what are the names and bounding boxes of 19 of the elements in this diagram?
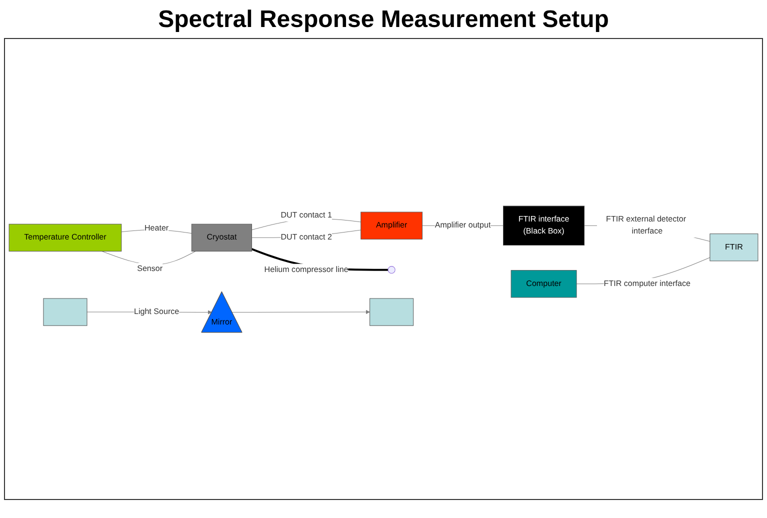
edge-label: Amplifier output	[434, 220, 491, 230]
edge-label: Helium compressor line	[264, 265, 348, 274]
edge-label: DUT contact 2	[280, 232, 332, 242]
edge-label: FTIR external detector interface	[606, 214, 686, 236]
arrow	[232, 310, 370, 314]
node-box: FTIR	[710, 233, 758, 262]
node-box: Computer	[510, 270, 577, 298]
edge-label: FTIR computer interface	[604, 279, 690, 288]
node-box: Temperature Controller	[8, 224, 122, 252]
edge-label: DUT contact 1	[280, 210, 332, 220]
edge-label: Light Source	[134, 307, 180, 316]
node-box: FTIR interface (Black Box)	[503, 206, 585, 246]
edge-label: Sensor	[137, 264, 163, 273]
node-box	[43, 298, 88, 326]
edge-label: Heater	[144, 224, 169, 232]
node-box	[370, 298, 414, 326]
node-box: Cryostat	[191, 224, 252, 252]
diagram-title: Spectral Response Measurement Setup	[157, 6, 610, 34]
node-box: Amplifier	[360, 212, 423, 240]
